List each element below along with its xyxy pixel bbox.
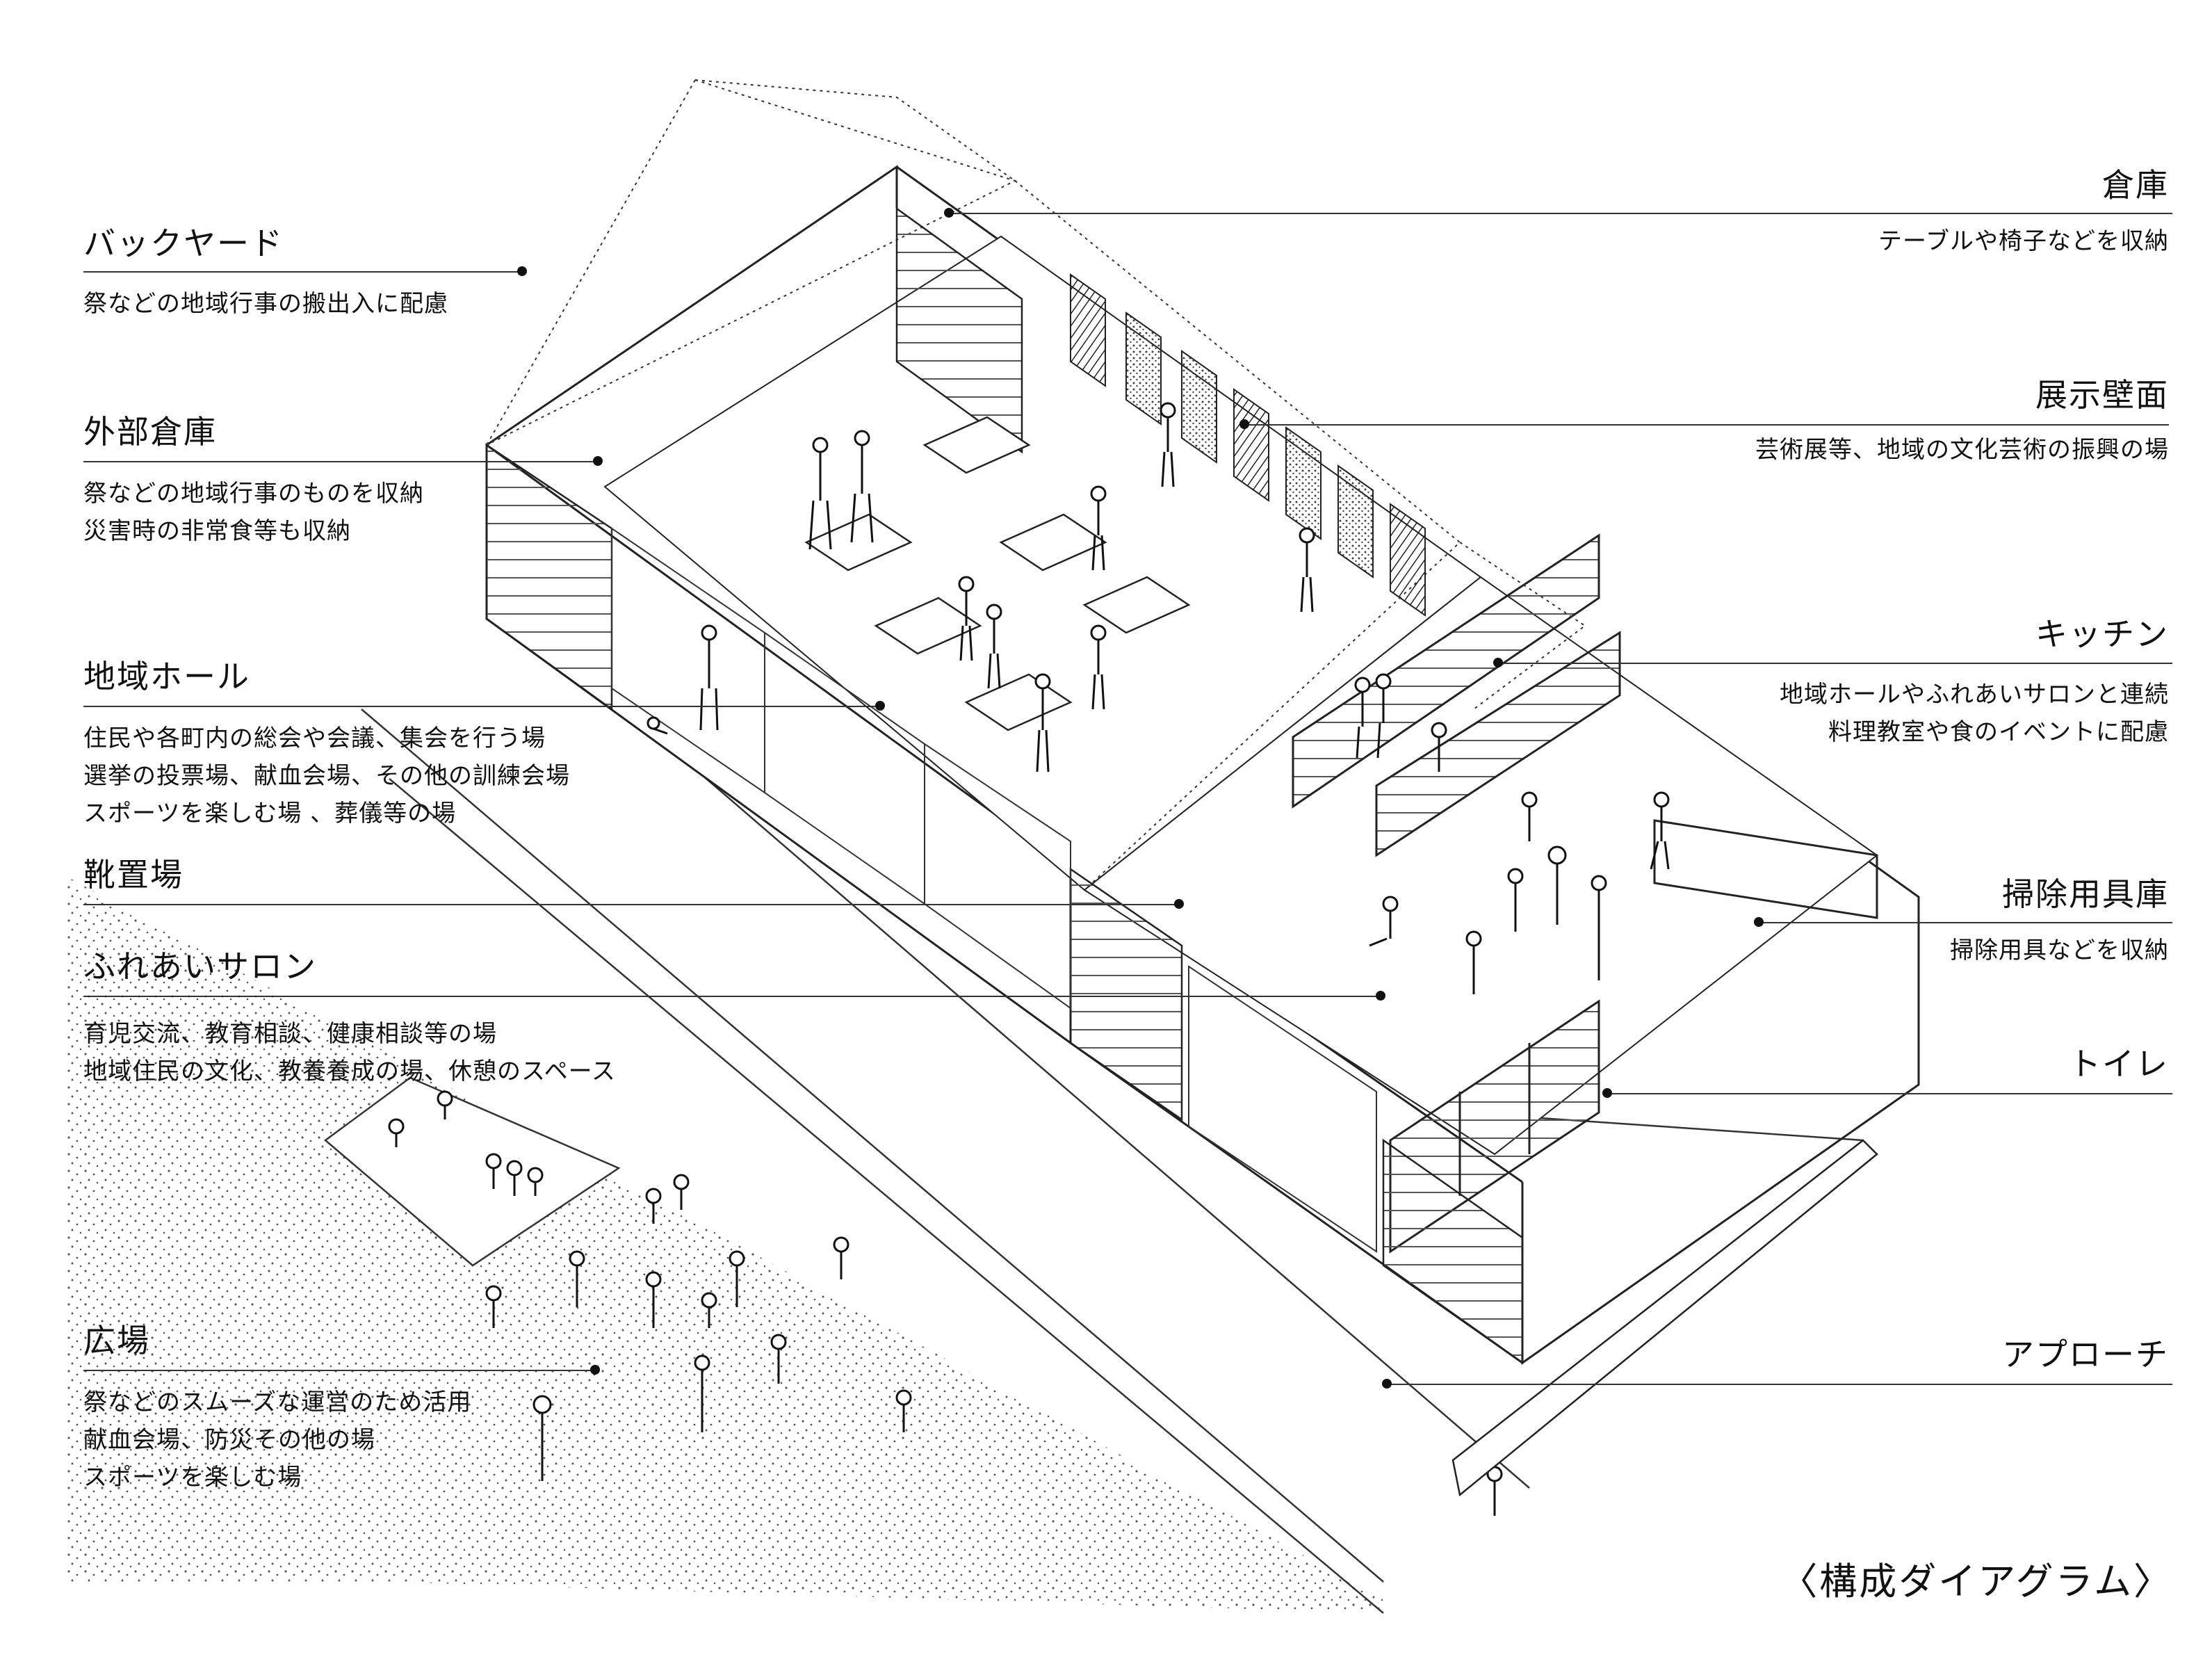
leader-line-kitchen (1498, 663, 2172, 664)
leader-dot-exhibition-wall (1239, 419, 1249, 429)
label-desc-kitchen: 地域ホールやふれあいサロンと連続 料理教室や食のイベントに配慮 (1780, 676, 2169, 751)
plaza-ground (66, 876, 1383, 1613)
label-title-storage: 倉庫 (2102, 166, 2169, 204)
leader-dot-cleaning-storage (1754, 917, 1764, 927)
leader-line-toilet (1607, 1093, 2172, 1094)
siding-panels (485, 207, 1524, 1365)
leader-line-shoe-area (83, 904, 1182, 905)
desc-line: 災害時の非常食等も収納 (83, 517, 351, 545)
desc-line: 掃除用具などを収納 (1950, 937, 2169, 964)
desc-line: スポーツを楽しむ場 (83, 1464, 302, 1491)
leader-dot-outdoor-storage (593, 456, 603, 466)
label-desc-plaza: 祭などのスムーズな運営のため活用 献血会場、防災その他の場 スポーツを楽しむ場 (83, 1384, 471, 1496)
desc-line: 祭などの地域行事のものを収納 (83, 480, 424, 508)
desc-line: 地域ホールやふれあいサロンと連続 (1780, 681, 2169, 709)
leader-line-approach (1387, 1384, 2172, 1385)
hall-tables (804, 416, 1191, 731)
leader-dot-kitchen (1493, 658, 1503, 667)
desc-line: スポーツを楽しむ場 、葬儀等の場 (83, 800, 457, 827)
leader-dot-backyard (517, 266, 527, 276)
leader-line-exhibition-wall (1244, 424, 2169, 426)
leader-dot-shoe-area (1174, 899, 1184, 909)
desc-line: 住民や各町内の総会や会議、集会を行う場 (83, 725, 546, 752)
leader-line-cleaning-storage (1759, 922, 2172, 923)
leader-dot-storage (944, 208, 954, 218)
leader-dot-toilet (1602, 1088, 1612, 1098)
art-panels (1070, 273, 1426, 617)
desc-line: 祭などの地域行事の搬出入に配慮 (83, 290, 448, 318)
desc-line: 選挙の投票場、献血会場、その他の訓練会場 (83, 762, 570, 790)
desc-line: 祭などのスムーズな運営のため活用 (83, 1389, 472, 1416)
leader-dot-approach (1382, 1379, 1392, 1389)
leader-line-fureai-salon (83, 996, 1383, 997)
leader-line-backyard (83, 271, 521, 273)
label-title-outdoor-storage: 外部倉庫 (83, 413, 217, 451)
approach-wall (1451, 1139, 1878, 1497)
desc-line: 育児交流、教育相談、健康相談等の場 (83, 1020, 497, 1048)
building-outline (485, 165, 1920, 1365)
label-desc-backyard: 祭などの地域行事の搬出入に配慮 (83, 285, 448, 323)
label-title-backyard: バックヤード (83, 225, 284, 262)
label-desc-fureai-salon: 育児交流、教育相談、健康相談等の場 地域住民の文化、教養養成の場、休憩のスペース (83, 1015, 616, 1090)
leader-line-community-hall (83, 706, 883, 707)
label-desc-exhibition-wall: 芸術展等、地域の文化芸術の振興の場 (1755, 431, 2169, 469)
roof-outline (486, 79, 1586, 891)
label-title-cleaning-storage: 掃除用具庫 (2002, 875, 2169, 913)
leader-line-outdoor-storage (83, 461, 598, 462)
label-desc-storage: テーブルや椅子などを収納 (1878, 222, 2169, 260)
desc-line: 料理教室や食のイベントに配慮 (1828, 718, 2169, 746)
people-figures (388, 402, 1670, 1516)
leader-line-plaza (83, 1370, 598, 1371)
label-title-plaza: 広場 (83, 1322, 150, 1359)
leader-dot-plaza (590, 1365, 600, 1375)
diagram-caption: 〈構成ダイアグラム〉 (1780, 1560, 2173, 1603)
label-title-exhibition-wall: 展示壁面 (2035, 376, 2169, 414)
desc-line: 献血会場、防災その他の場 (83, 1426, 375, 1454)
desc-line: 芸術展等、地域の文化芸術の振興の場 (1755, 436, 2169, 464)
label-desc-cleaning-storage: 掃除用具などを収納 (1950, 932, 2169, 969)
label-title-shoe-area: 靴置場 (83, 856, 184, 893)
leader-dot-community-hall (875, 701, 885, 711)
leader-dot-fureai-salon (1376, 991, 1385, 1001)
label-title-community-hall: 地域ホール (83, 658, 250, 695)
label-title-approach: アプローチ (2002, 1336, 2169, 1373)
label-title-fureai-salon: ふれあいサロン (83, 948, 317, 985)
desc-line: テーブルや椅子などを収納 (1878, 227, 2169, 255)
label-desc-community-hall: 住民や各町内の総会や会議、集会を行う場 選挙の投票場、献血会場、その他の訓練会場… (83, 720, 570, 832)
label-title-kitchen: キッチン (2035, 615, 2169, 653)
label-desc-outdoor-storage: 祭などの地域行事のものを収納 災害時の非常食等も収納 (83, 475, 424, 550)
desc-line: 地域住民の文化、教養養成の場、休憩のスペース (83, 1058, 616, 1085)
label-title-toilet: トイレ (2069, 1045, 2169, 1083)
leader-line-storage (949, 213, 2172, 214)
